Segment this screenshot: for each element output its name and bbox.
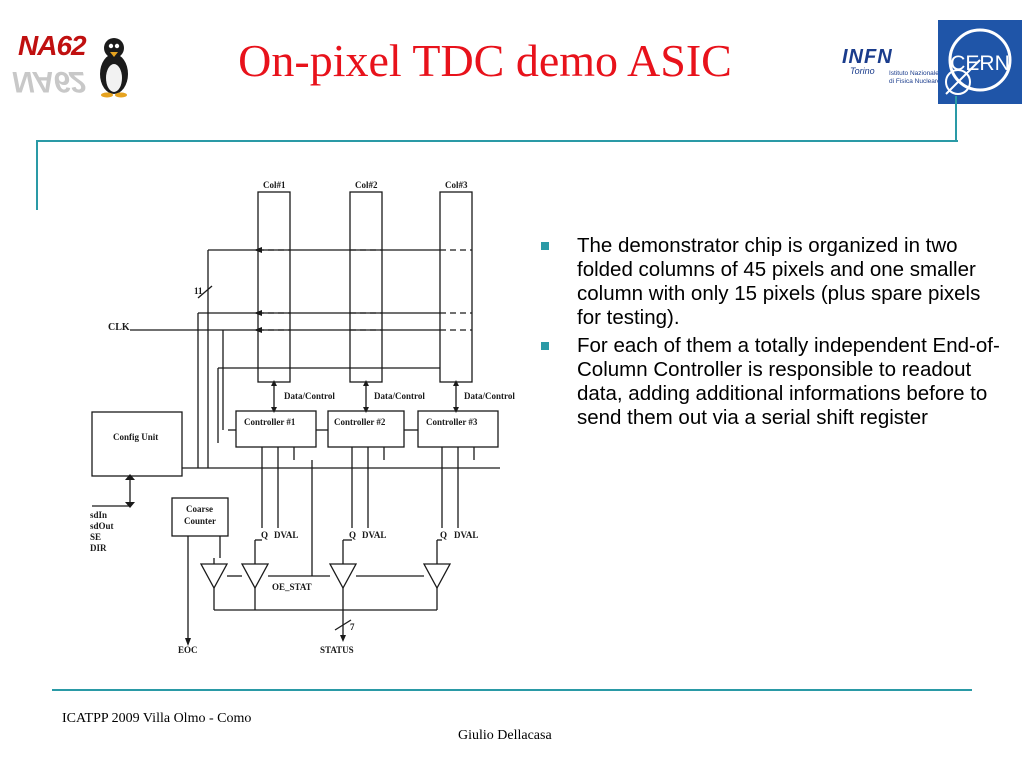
bullet-square-icon [541, 242, 549, 250]
cern-logo: CERN [938, 20, 1022, 104]
controller-2-label: Controller #2 [334, 417, 386, 427]
config-pin-sdout: sdOut [90, 521, 114, 531]
status-label: STATUS [320, 645, 354, 655]
top-right-rule [955, 96, 957, 140]
column-1-label: Col#1 [263, 180, 286, 190]
coarse-counter-label-2: Counter [184, 516, 216, 526]
bullet-item: For each of them a totally independent E… [540, 334, 1000, 430]
config-pin-dir: DIR [90, 543, 107, 553]
buffer-3 [328, 563, 358, 590]
na62-logo-text: NA62 [18, 30, 87, 61]
infn-logo-city: Torino [850, 66, 875, 76]
controller-1 [235, 410, 317, 448]
bullet-list: The demonstrator chip is organized in tw… [540, 234, 1000, 434]
data-control-label-3: Data/Control [464, 391, 515, 401]
oe-stat-label: OE_STAT [272, 582, 312, 592]
column-2-label: Col#2 [355, 180, 378, 190]
column-3 [439, 191, 473, 383]
column-2 [349, 191, 383, 383]
q-label-3: Q [440, 530, 447, 540]
buffer-4 [422, 563, 452, 590]
config-unit-label: Config Unit [113, 432, 158, 442]
slide-title: On-pixel TDC demo ASIC [238, 35, 732, 86]
dval-label-3: DVAL [454, 530, 478, 540]
dval-label-2: DVAL [362, 530, 386, 540]
penguin-icon [100, 38, 128, 98]
config-pin-sdin: sdIn [90, 510, 107, 520]
bus-width-11-label: 11 [194, 286, 203, 296]
column-3-label: Col#3 [445, 180, 468, 190]
tdc-block-diagram: Col#1 Col#2 Col#3 Data/Control Data/Cont… [90, 180, 515, 655]
infn-logo-fullname: Istituto Nazionale di Fisica Nucleare [889, 70, 941, 85]
infn-logo-name: INFN [842, 46, 893, 68]
top-left-rule [36, 140, 38, 210]
na62-logo-reflection: NA62 [12, 65, 85, 98]
clk-label: CLK [108, 322, 130, 333]
bottom-rule [52, 689, 972, 691]
dval-label-1: DVAL [274, 530, 298, 540]
q-label-1: Q [261, 530, 268, 540]
controller-3-label: Controller #3 [426, 417, 478, 427]
bullet-item: The demonstrator chip is organized in tw… [540, 234, 1000, 330]
data-control-label-1: Data/Control [284, 391, 335, 401]
controller-1-label: Controller #1 [244, 417, 296, 427]
bullet-square-icon [541, 342, 549, 350]
buffer-2 [240, 563, 270, 590]
coarse-counter-label-1: Coarse [186, 504, 213, 514]
bus-width-7-label: 7 [350, 622, 355, 632]
data-control-label-2: Data/Control [374, 391, 425, 401]
eoc-label: EOC [178, 645, 198, 655]
column-1 [257, 191, 291, 383]
buffer-1 [199, 563, 229, 590]
config-pin-se: SE [90, 532, 101, 542]
coarse-counter [171, 497, 229, 537]
cern-logo-text: CERN [950, 52, 1010, 75]
footer-author: Giulio Dellacasa [458, 728, 552, 743]
footer-event: ICATPP 2009 Villa Olmo - Como [62, 711, 252, 726]
q-label-2: Q [349, 530, 356, 540]
config-unit [91, 411, 183, 477]
top-rule [36, 140, 958, 142]
